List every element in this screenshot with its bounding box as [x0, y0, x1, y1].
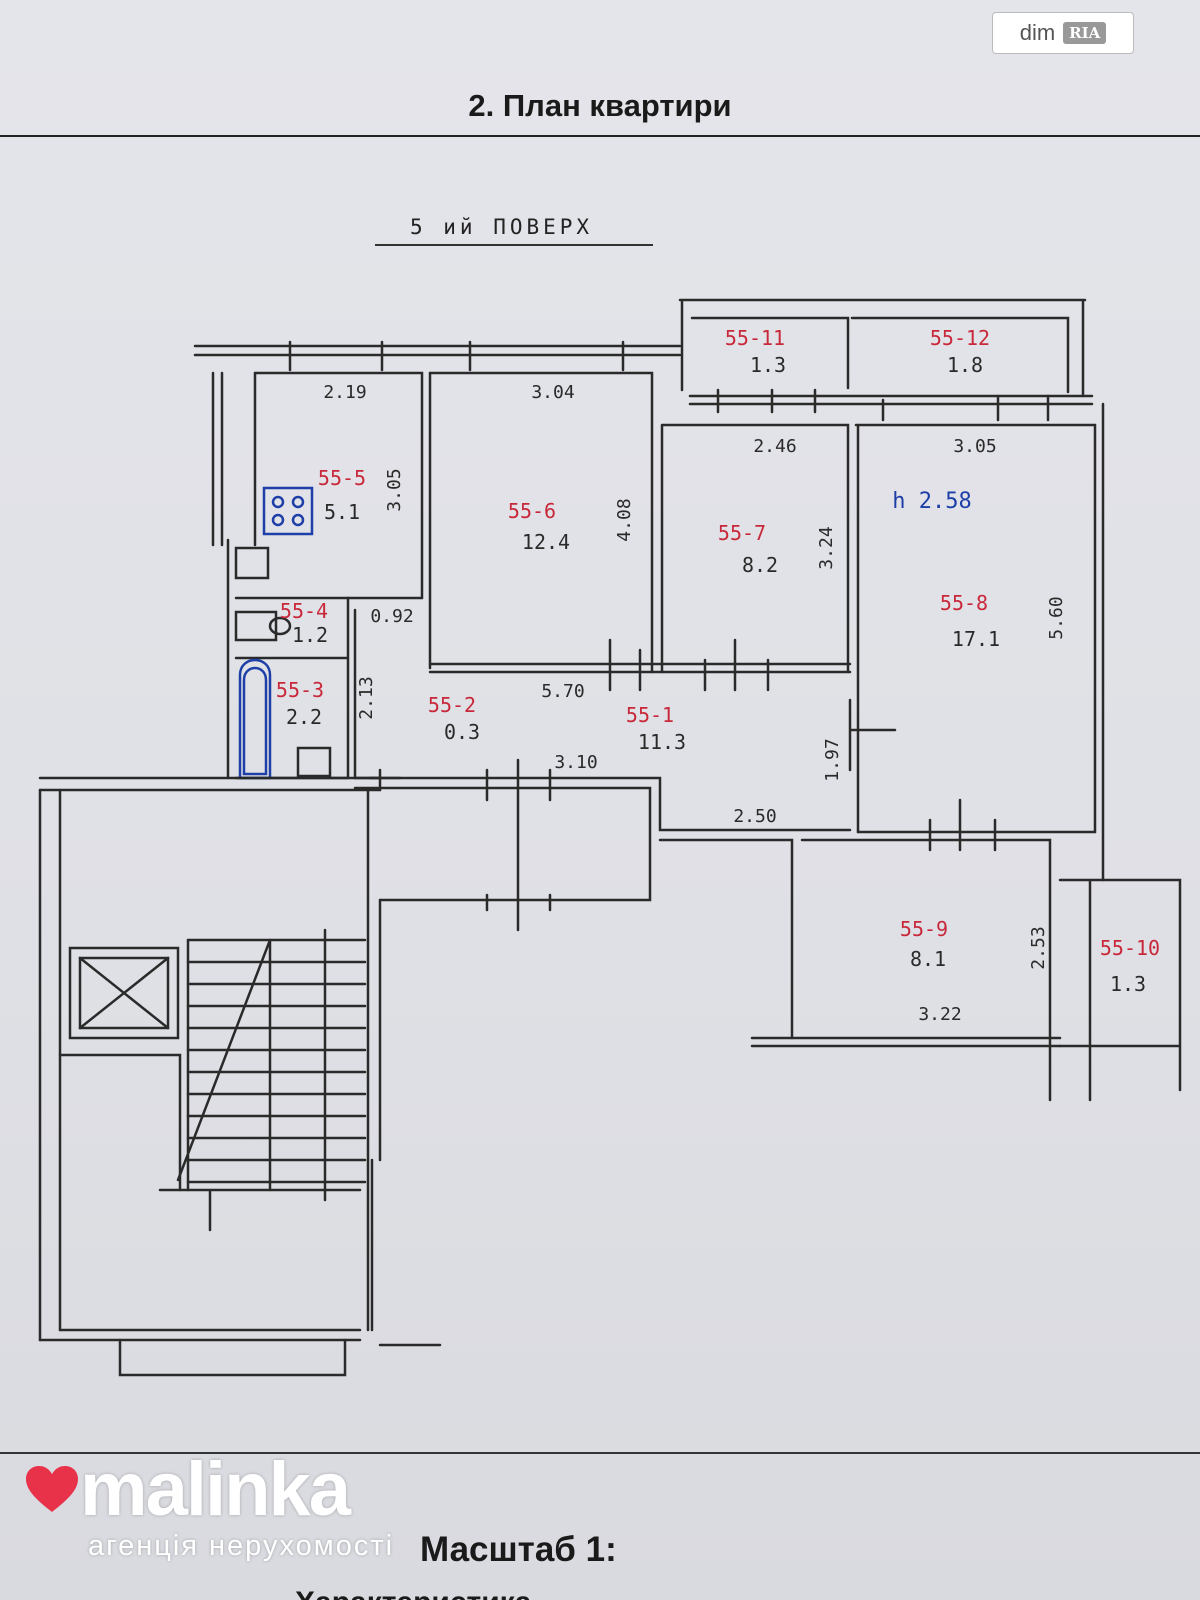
room-55-11: 55-11 1.3: [725, 326, 786, 377]
title-divider: [0, 135, 1200, 137]
dimension-label: 2.50: [733, 806, 776, 827]
room-area: 17.1: [952, 627, 1000, 651]
room-area: 12.4: [522, 530, 570, 554]
room-55-3: 55-3 2.2: [276, 678, 324, 729]
room-id: 55-1: [626, 703, 674, 727]
cut-off-heading: Характеристика...: [295, 1586, 556, 1600]
bottom-divider: [0, 1452, 1200, 1454]
room-55-12: 55-12 1.8: [930, 326, 990, 377]
dimension-label: 2.13: [356, 676, 377, 719]
room-area: 11.3: [638, 730, 686, 754]
room-id: 55-6: [508, 499, 556, 523]
room-55-1: 55-1 11.3: [626, 703, 686, 754]
room-55-4: 55-41.2: [280, 599, 328, 647]
dimension-label: 3.04: [531, 382, 574, 403]
dimension-label: 3.05: [384, 468, 405, 511]
dimension-label: 2.46: [753, 436, 796, 457]
plan-walls: [38, 298, 1182, 1377]
floor-label-underline: [375, 244, 653, 246]
room-id: 55-3: [276, 678, 324, 702]
room-55-9: 55-9 8.1: [900, 917, 948, 971]
room-55-5: 55-5 5.1: [318, 466, 366, 524]
document-title: 2. План квартири: [468, 88, 732, 123]
dim-ria-watermark: dim RIA: [992, 12, 1134, 54]
room-id: 55-7: [718, 521, 766, 545]
watermark-ria-text: RIA: [1063, 22, 1107, 44]
room-id: 55-2: [428, 693, 476, 717]
dimension-label: 1.97: [822, 738, 843, 781]
room-area: 1.2: [292, 623, 328, 647]
room-55-10: 55-10 1.3: [1100, 936, 1160, 996]
room-id: 55-4: [280, 599, 328, 623]
dimension-label: 3.22: [918, 1004, 961, 1025]
dimension-label: 3.24: [816, 526, 837, 569]
room-labels: 55-111.3 55-121.8 55-55.1 55-612.4 55-78…: [276, 326, 1160, 996]
logo-name: malinka: [80, 1447, 351, 1532]
room-id: 55-8: [940, 591, 988, 615]
room-id: 55-11: [725, 326, 785, 350]
room-area: 1.3: [750, 353, 786, 377]
room-area: 2.2: [286, 705, 322, 729]
dimension-labels: 2.19 3.04 3.05 4.08 2.46 3.24 3.05 5.60 …: [323, 382, 1067, 1025]
dimension-label: 0.92: [370, 606, 413, 627]
scale-label: Масштаб 1:: [420, 1530, 617, 1569]
apartment-plan-drawing: 55-111.3 55-121.8 55-55.1 55-612.4 55-78…: [38, 298, 1182, 1377]
room-55-2: 55-2 0.3: [428, 693, 480, 744]
room-id: 55-5: [318, 466, 366, 490]
floor-label: 5 ий ПОВЕРХ: [410, 215, 594, 239]
room-id: 55-10: [1100, 936, 1160, 960]
malinka-logo: malinka: [24, 1447, 351, 1532]
room-area: 0.3: [444, 720, 480, 744]
room-55-8: 55-8 17.1: [940, 591, 1000, 651]
dimension-label: 5.70: [541, 681, 584, 702]
watermark-dim-text: dim: [1019, 20, 1056, 45]
room-area: 1.8: [947, 353, 983, 377]
heart-icon: [26, 1466, 78, 1512]
room-area: 5.1: [324, 500, 360, 524]
dimension-label: 3.05: [953, 436, 996, 457]
room-area: 8.2: [742, 553, 778, 577]
dimension-label: 2.19: [323, 382, 366, 403]
dimension-label: 3.10: [554, 752, 597, 773]
room-55-7: 55-7 8.2: [718, 521, 778, 577]
room-area: 8.1: [910, 947, 946, 971]
room-55-6: 55-6 12.4: [508, 499, 570, 554]
dimension-label: 4.08: [614, 498, 635, 541]
room-id: 55-9: [900, 917, 948, 941]
dimension-label: 5.60: [1046, 596, 1067, 639]
room-id: 55-12: [930, 326, 990, 350]
logo-subtitle: агенція нерухомості: [88, 1530, 395, 1562]
ceiling-height-label: h 2.58: [892, 489, 971, 514]
dimension-label: 2.53: [1028, 926, 1049, 969]
room-area: 1.3: [1110, 972, 1146, 996]
